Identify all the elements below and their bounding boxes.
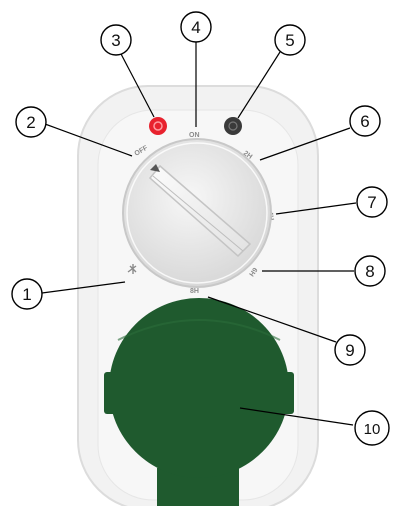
svg-text:4: 4 xyxy=(191,18,200,37)
callout-7: 7 xyxy=(357,187,387,217)
callout-6: 6 xyxy=(350,106,380,136)
callout-3: 3 xyxy=(101,25,131,55)
svg-text:3: 3 xyxy=(111,31,120,50)
svg-text:2: 2 xyxy=(26,113,35,132)
dark-indicator-light xyxy=(224,117,242,135)
callout-5: 5 xyxy=(275,25,305,55)
callout-4: 4 xyxy=(181,12,211,42)
callout-2: 2 xyxy=(16,107,46,137)
eight-hour-label: 8H xyxy=(190,288,199,295)
svg-text:1: 1 xyxy=(22,285,31,304)
svg-text:10: 10 xyxy=(364,421,381,438)
callout-10: 10 xyxy=(355,411,389,445)
on-label: ON xyxy=(189,132,200,139)
callout-1: 1 xyxy=(12,279,42,309)
callout-9: 9 xyxy=(335,335,365,365)
svg-text:9: 9 xyxy=(345,341,354,360)
red-indicator-light xyxy=(149,117,167,135)
callout-8: 8 xyxy=(355,256,385,286)
rotary-dial[interactable] xyxy=(123,139,271,287)
svg-text:7: 7 xyxy=(367,193,376,212)
svg-text:8: 8 xyxy=(365,262,374,281)
svg-text:6: 6 xyxy=(360,112,369,131)
svg-text:5: 5 xyxy=(285,31,294,50)
